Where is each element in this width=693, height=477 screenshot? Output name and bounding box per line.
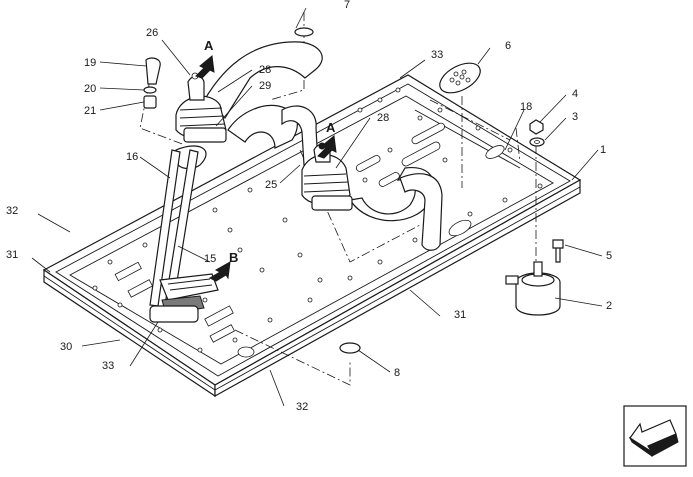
knob-ring: [143, 86, 157, 94]
pedal-assembly: [149, 149, 219, 323]
view-arrows: [195, 55, 337, 282]
view-marker-a-right: A: [326, 120, 336, 135]
round-cover: [439, 62, 481, 94]
hex-nut: [529, 119, 544, 135]
callout-2: 2: [606, 300, 612, 312]
callout-30: 30: [60, 341, 72, 353]
callout-31-left: 31: [6, 249, 18, 261]
loose-parts: [143, 27, 564, 354]
right-joystick-assembly: [301, 142, 353, 211]
callout-6: 6: [505, 40, 511, 52]
electric-motor: [505, 261, 561, 316]
knob-sleeve: [143, 95, 157, 109]
callout-20: 20: [84, 83, 96, 95]
cap-plug-top: [294, 27, 314, 37]
cap-plug-bottom: [339, 342, 361, 354]
callout-5: 5: [606, 250, 612, 262]
view-marker-b: B: [229, 250, 238, 265]
view-arrow-a-right-icon: [317, 135, 337, 159]
floor-slots: [114, 122, 445, 343]
callout-18: 18: [520, 101, 532, 113]
callout-32-left: 32: [6, 205, 18, 217]
callout-28-mid: 28: [377, 112, 389, 124]
callout-3: 3: [572, 111, 578, 123]
callout-21: 21: [84, 105, 96, 117]
callout-33-top: 33: [431, 49, 443, 61]
callout-28-top: 28: [259, 64, 271, 76]
view-arrow-a-left-icon: [195, 55, 215, 79]
mounting-holes: [92, 87, 543, 353]
left-joystick-assembly: [175, 72, 227, 170]
callout-15: 15: [204, 253, 216, 265]
callout-7: 7: [344, 0, 350, 11]
callout-16: 16: [126, 151, 138, 163]
callout-19: 19: [84, 57, 96, 69]
callout-numbers: 7 26 19 20 21 28 29 16 28 25 33 6 18 4 3…: [6, 0, 612, 413]
hex-bolt: [552, 239, 564, 263]
callout-25: 25: [265, 179, 277, 191]
callout-1: 1: [600, 144, 606, 156]
joystick-knob: [145, 57, 161, 85]
leader-lines: [31, 7, 603, 407]
callout-29: 29: [259, 80, 271, 92]
callout-32-bottom: 32: [296, 401, 308, 413]
orientation-arrow-box: [623, 405, 687, 467]
view-marker-a-left: A: [204, 38, 214, 53]
callout-4: 4: [572, 88, 578, 100]
orientation-arrow-icon: [628, 419, 679, 457]
callout-31-right: 31: [454, 309, 466, 321]
hydraulic-hoses: [199, 41, 443, 251]
callout-26: 26: [146, 27, 158, 39]
callout-8: 8: [394, 367, 400, 379]
callout-33-bottom: 33: [102, 360, 114, 372]
view-arrow-b-icon: [208, 261, 231, 282]
